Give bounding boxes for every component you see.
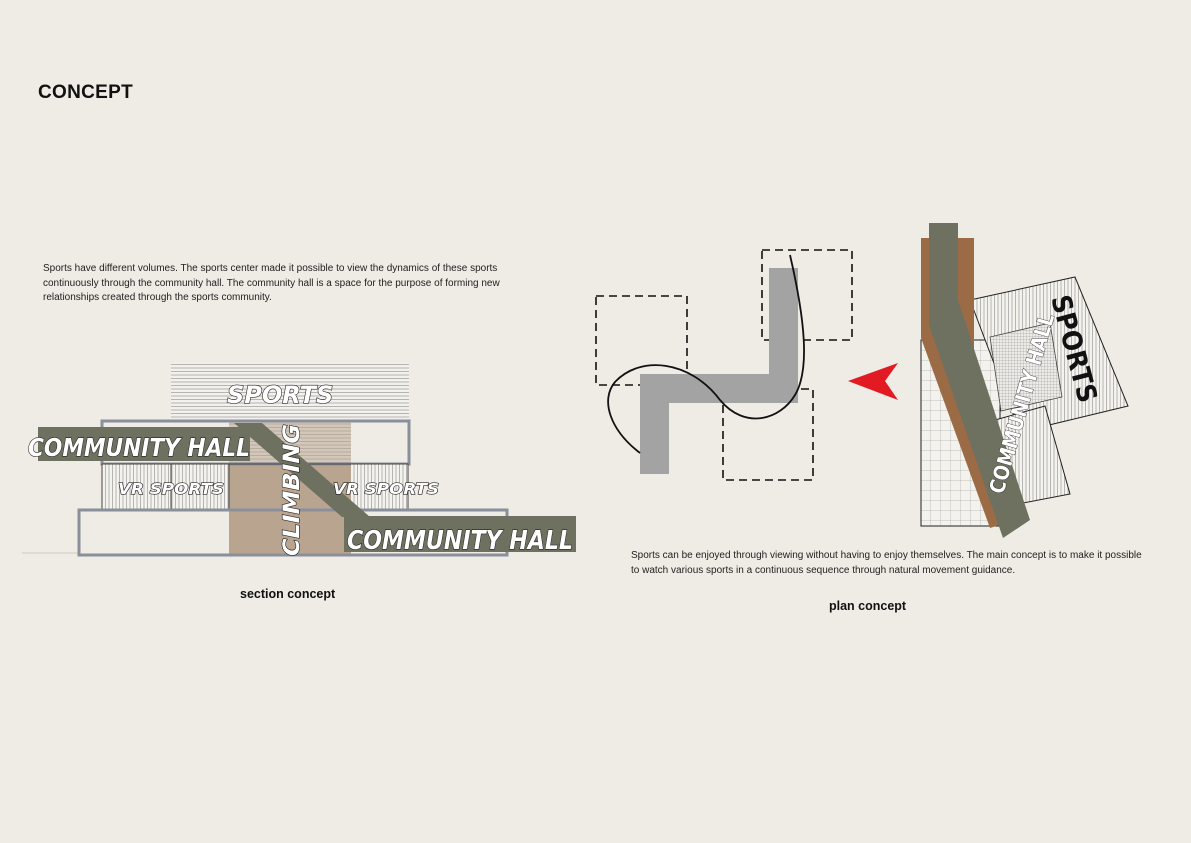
dashed-box-top (761, 249, 853, 341)
community-hall-top-label: COMMUNITY HALL (28, 433, 250, 462)
sports-court (989, 322, 1063, 412)
vr-sports-left-label: VR SPORTS (118, 480, 224, 498)
sports-label: SPORTS (227, 381, 333, 409)
section-diagram: SPORTS COMMUNITY HALL COMMUNITY HALL VR … (22, 363, 576, 557)
plan-description: Sports can be enjoyed through viewing wi… (631, 550, 1142, 576)
vr-sports-right-volume (351, 464, 408, 509)
climbing-label: CLIMBING (280, 424, 305, 556)
hall-diagonal (234, 423, 370, 517)
community-hall-band (929, 223, 1030, 538)
page-title: CONCEPT (38, 82, 133, 103)
plan-concept-caption: plan concept (829, 599, 907, 613)
vr-sports-right-label: VR SPORTS (333, 480, 439, 498)
section-description: Sports have different volumes. The sport… (43, 263, 500, 303)
vr-sports-left-volume (102, 464, 229, 509)
plan-diagram: COMMUNITY HALL SPORTS (920, 223, 1129, 538)
community-hall-bottom-label: COMMUNITY HALL (347, 526, 573, 556)
community-hall-bottom-band (344, 516, 576, 552)
dashed-box-left (595, 295, 688, 386)
sports-volume (171, 363, 409, 420)
arrow-icon (848, 363, 898, 400)
community-hall-top-band (38, 427, 250, 461)
plan-sketch (595, 249, 898, 481)
movement-curve (607, 254, 805, 454)
gray-movement-path (640, 268, 798, 474)
section-concept-caption: section concept (240, 587, 336, 601)
